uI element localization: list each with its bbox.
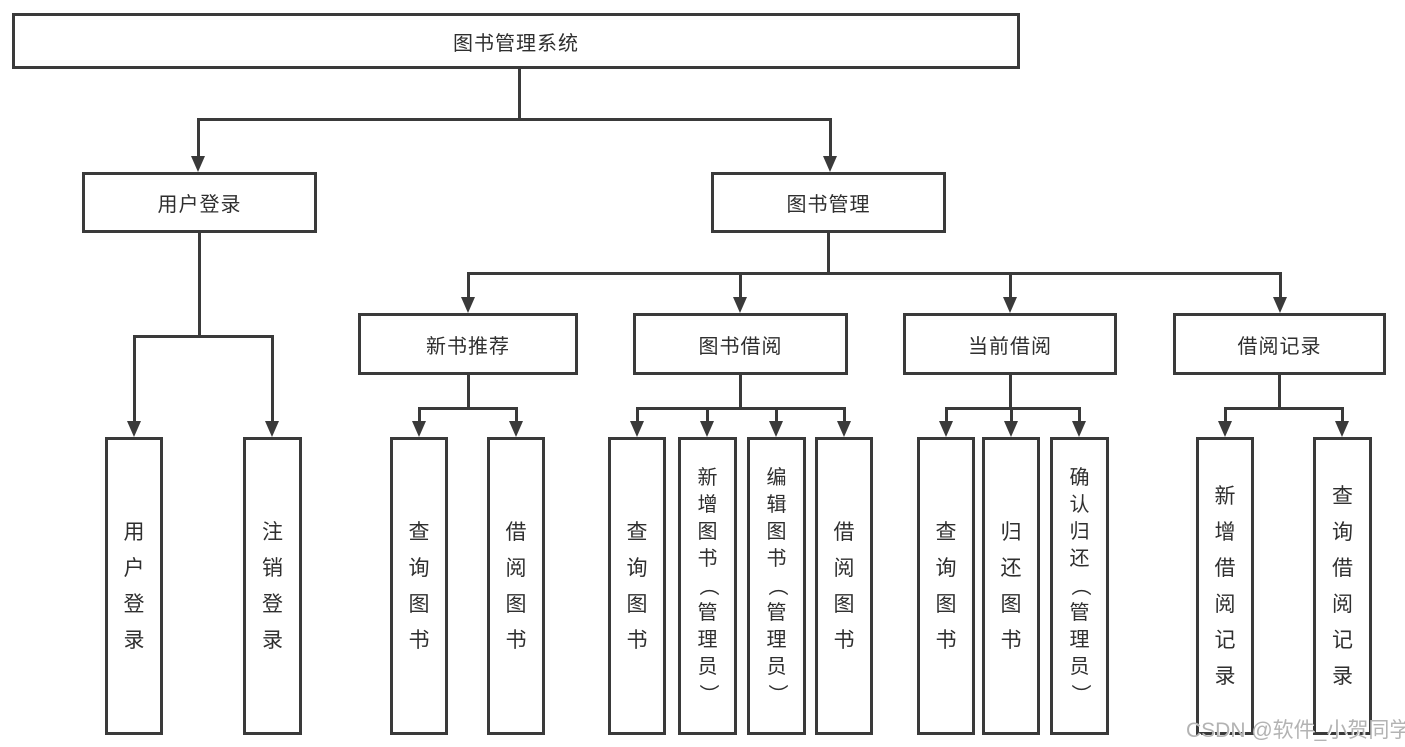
- node-new-book-recommendation: 新书推荐: [358, 313, 578, 375]
- node-query-books-leaf: 查询图书: [390, 437, 448, 735]
- node-return-books-leaf: 归还图书: [982, 437, 1040, 735]
- arrowhead-icon: [265, 421, 279, 437]
- connector-line: [133, 335, 274, 338]
- node-book-borrowing: 图书借阅: [633, 313, 848, 375]
- node-user-login-leaf: 用户登录: [105, 437, 163, 735]
- node-library-system-root: 图书管理系统: [12, 13, 1020, 69]
- node-label: 借阅记录: [1237, 335, 1322, 358]
- connector-line: [636, 407, 639, 421]
- node-confirm-return-admin-leaf: 确认归还（管理员）: [1050, 437, 1109, 735]
- node-borrow-books-leaf: 借阅图书: [487, 437, 545, 735]
- connector-line: [418, 407, 421, 421]
- connector-line: [706, 407, 709, 421]
- connector-line: [1009, 375, 1012, 407]
- connector-line: [515, 407, 518, 421]
- arrowhead-icon: [1218, 421, 1232, 437]
- connector-line: [636, 407, 845, 410]
- node-add-borrow-record-leaf: 新增借阅记录: [1196, 437, 1254, 735]
- node-current-borrowing: 当前借阅: [903, 313, 1117, 375]
- node-label: 图书管理系统: [453, 32, 579, 55]
- connector-line: [197, 118, 200, 156]
- node-query-borrow-record-leaf: 查询借阅记录: [1313, 437, 1372, 735]
- connector-line: [829, 118, 832, 156]
- connector-line: [418, 407, 517, 410]
- node-user-login: 用户登录: [82, 172, 317, 233]
- arrowhead-icon: [823, 156, 837, 172]
- node-label: 图书借阅: [698, 335, 783, 358]
- csdn-watermark: CSDN @软件_小贺同学: [1186, 719, 1405, 742]
- arrowhead-icon: [191, 156, 205, 172]
- node-borrowing-records: 借阅记录: [1173, 313, 1386, 375]
- arrowhead-icon: [1273, 297, 1287, 313]
- connector-line: [1010, 407, 1013, 421]
- connector-line: [1224, 407, 1227, 421]
- arrowhead-icon: [733, 297, 747, 313]
- node-logout-leaf: 注销登录: [243, 437, 302, 735]
- node-label: 当前借阅: [968, 335, 1052, 358]
- connector-line: [1009, 272, 1012, 297]
- arrowhead-icon: [412, 421, 426, 437]
- connector-line: [1078, 407, 1081, 421]
- arrowhead-icon: [837, 421, 851, 437]
- connector-line: [945, 407, 948, 421]
- connector-line: [739, 375, 742, 407]
- connector-line: [775, 407, 778, 421]
- connector-line: [271, 335, 274, 421]
- connector-line: [1341, 407, 1344, 421]
- connector-line: [133, 335, 136, 421]
- node-borrow-books-leaf: 借阅图书: [815, 437, 873, 735]
- arrowhead-icon: [700, 421, 714, 437]
- connector-line: [467, 272, 470, 297]
- connector-line: [1278, 375, 1281, 407]
- arrowhead-icon: [509, 421, 523, 437]
- connector-line: [518, 69, 521, 118]
- arrowhead-icon: [461, 297, 475, 313]
- connector-line: [843, 407, 846, 421]
- connector-line: [1279, 272, 1282, 297]
- arrowhead-icon: [630, 421, 644, 437]
- connector-line: [467, 375, 470, 407]
- arrowhead-icon: [1003, 297, 1017, 313]
- node-book-management: 图书管理: [711, 172, 946, 233]
- arrowhead-icon: [1004, 421, 1018, 437]
- arrowhead-icon: [1335, 421, 1349, 437]
- node-edit-books-admin-leaf: 编辑图书（管理员）: [747, 437, 806, 735]
- node-label: 用户登录: [157, 194, 242, 216]
- node-query-books-leaf: 查询图书: [917, 437, 975, 735]
- node-label: 新书推荐: [426, 335, 510, 358]
- node-add-books-admin-leaf: 新增图书（管理员）: [678, 437, 737, 735]
- connector-line: [739, 272, 742, 297]
- node-query-books-leaf: 查询图书: [608, 437, 666, 735]
- arrowhead-icon: [1072, 421, 1086, 437]
- connector-line: [198, 233, 201, 335]
- connector-line: [1224, 407, 1343, 410]
- node-label: 图书管理: [786, 194, 871, 216]
- connector-line: [467, 272, 1281, 275]
- arrowhead-icon: [939, 421, 953, 437]
- connector-line: [827, 233, 830, 272]
- arrowhead-icon: [127, 421, 141, 437]
- arrowhead-icon: [769, 421, 783, 437]
- connector-line: [197, 118, 831, 121]
